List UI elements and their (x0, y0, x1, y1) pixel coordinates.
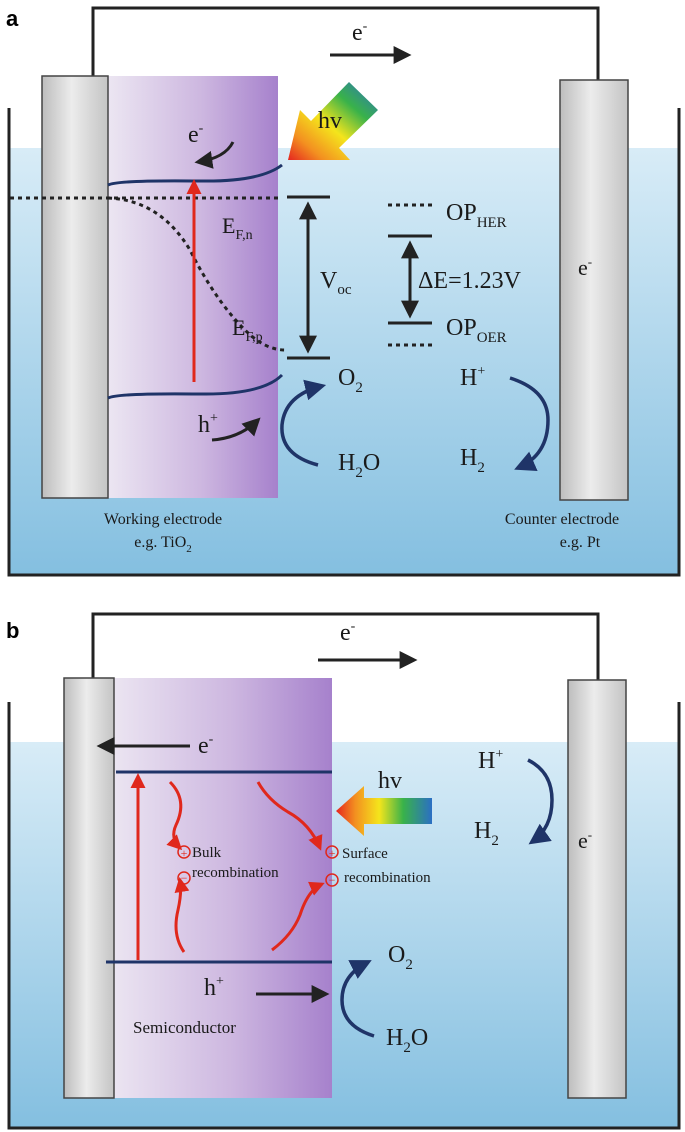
h2-label-b: H2 (474, 818, 499, 849)
op-her-label: OPHER (446, 200, 507, 231)
counter-electrode-b (567, 679, 627, 1099)
panel-b: b e- e- e- + − Bulk recombination (6, 612, 681, 1130)
semiconductor-body-b (110, 678, 332, 1098)
counter-electron-label-b: e- (578, 827, 592, 853)
h2o-label-b: H2O (386, 1025, 428, 1056)
efp-label: EF,p (232, 315, 263, 345)
working-electrode-caption: Working electrode (104, 511, 222, 528)
wire-electron-label-b: e- (340, 619, 356, 646)
o2-label-b: O2 (388, 942, 413, 973)
electron-label: e- (188, 121, 204, 148)
beaker-wall-b (7, 702, 681, 1130)
delta-e-label: ΔE=1.23V (418, 268, 522, 294)
bulk-label-1: Bulk (192, 845, 222, 861)
hole-flow-arrow (211, 417, 261, 442)
wire-electron-label: e- (352, 19, 368, 46)
surface-label-1: Surface (342, 846, 388, 862)
surface-recomb-hole-path (271, 881, 325, 952)
surface-plus-charge (325, 845, 339, 859)
beaker-wall (7, 108, 681, 577)
working-electrode (41, 75, 109, 499)
surface-minus-sign: − (329, 873, 336, 887)
hv-label: hv (318, 108, 342, 134)
hplus-label: H+ (460, 364, 485, 391)
surface-recomb-electron-path (256, 781, 323, 851)
surface-label-2: recombination (344, 870, 431, 886)
bulk-minus-charge (177, 871, 191, 885)
semiconductor-label: Semiconductor (133, 1018, 236, 1037)
oxidation-arrow-b (340, 960, 375, 1038)
working-electrode-example: e.g. TiO2 (134, 534, 192, 555)
surface-plus-sign: + (329, 846, 336, 860)
h2o-label: H2O (338, 450, 380, 481)
surface-minus-charge (325, 873, 339, 887)
bulk-label-2: recombination (192, 865, 279, 881)
cb-electron-label: e- (198, 732, 214, 759)
bulk-plus-sign: + (181, 846, 188, 860)
voc-label: Voc (320, 268, 352, 298)
external-wire (91, 6, 600, 80)
counter-electrode-example: e.g. Pt (560, 534, 601, 551)
panel-a: a e- e- e- h+ hv EF, (6, 6, 681, 577)
oxidation-arrow (280, 379, 327, 467)
counter-electrode-caption: Counter electrode (505, 511, 619, 528)
panel-a-label: a (6, 6, 19, 31)
op-oer-label: OPOER (446, 315, 507, 346)
o2-label: O2 (338, 365, 363, 396)
reduction-arrow-b (527, 758, 554, 845)
light-arrow-b (336, 786, 432, 836)
hole-label: h+ (198, 411, 218, 438)
valence-band (107, 373, 284, 400)
hv-label-b: hv (378, 768, 402, 794)
counter-electrode (559, 79, 629, 501)
bulk-recomb-electron-path (166, 780, 183, 851)
bulk-minus-sign: − (181, 871, 188, 885)
efn-label: EF,n (222, 213, 253, 243)
fermi-level-p (107, 196, 286, 352)
electron-flow-arrow (194, 141, 235, 169)
h2-label: H2 (460, 445, 485, 476)
counter-electron-label: e- (578, 254, 592, 280)
panel-b-label: b (6, 618, 19, 643)
working-electrode-b (63, 677, 115, 1099)
hplus-label-b: H+ (478, 747, 503, 774)
reduction-arrow (509, 376, 550, 471)
external-wire-b (91, 612, 600, 680)
hole-label-b: h+ (204, 974, 224, 1001)
light-arrow (288, 82, 378, 160)
bulk-recomb-hole-path (174, 877, 190, 953)
bulk-plus-charge (177, 845, 191, 859)
